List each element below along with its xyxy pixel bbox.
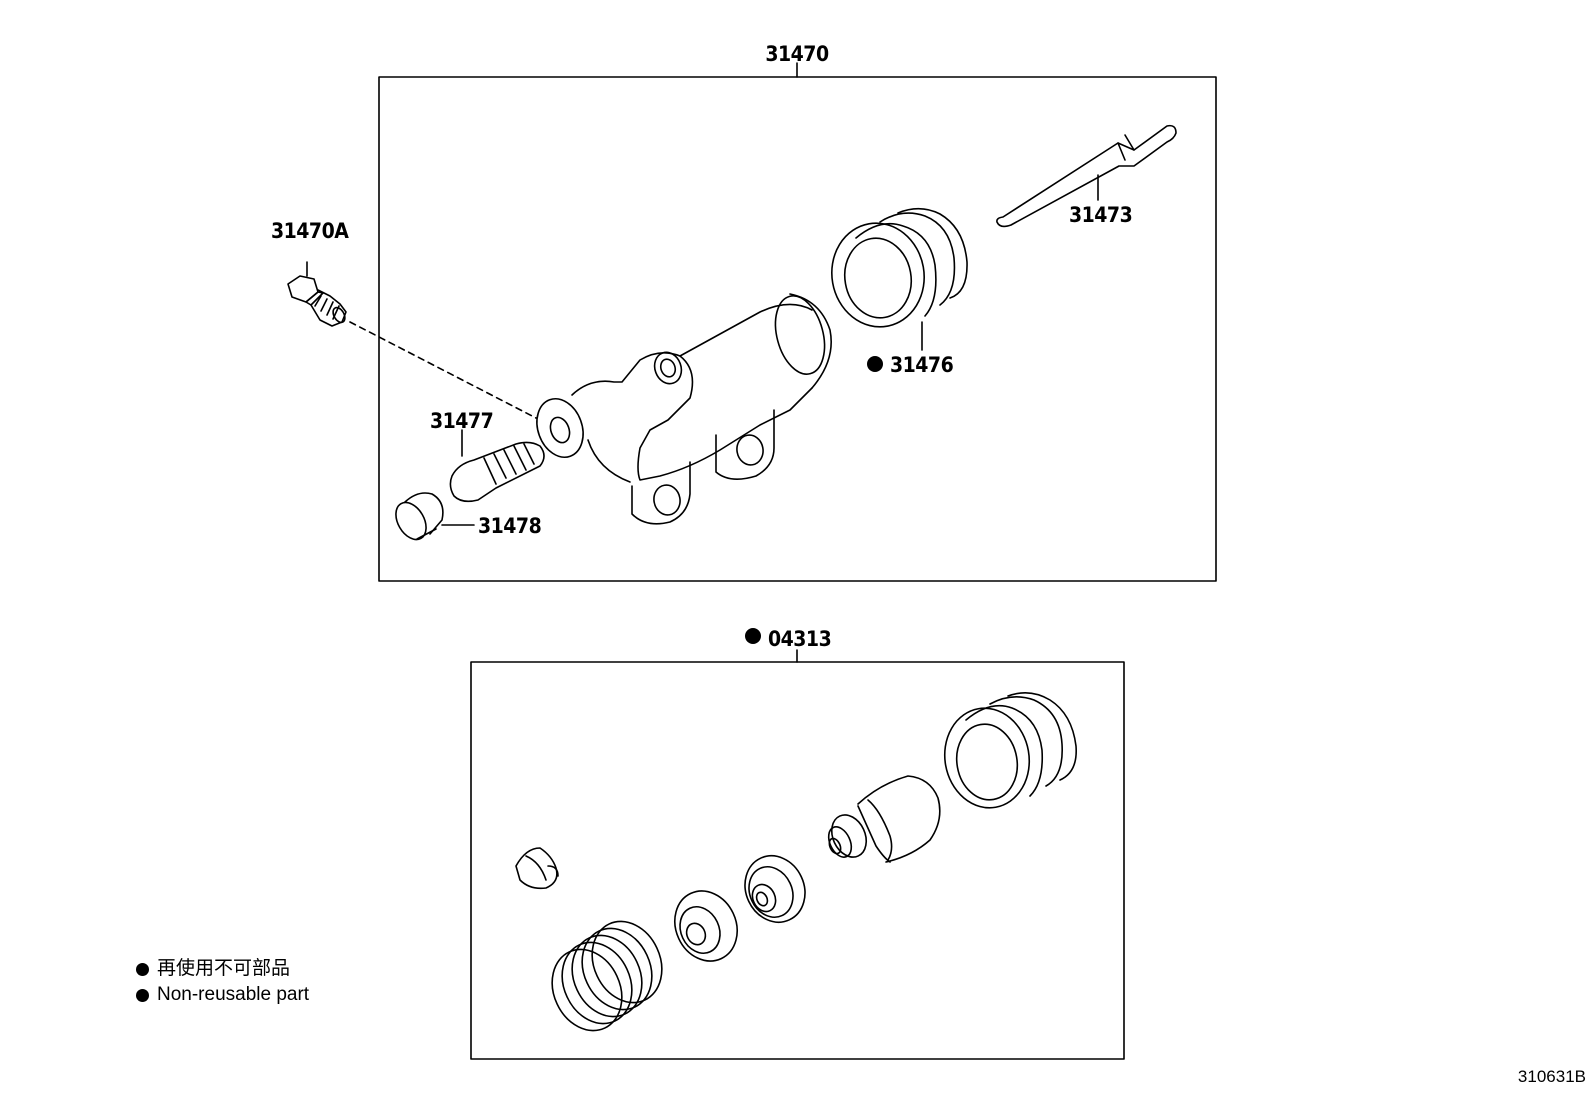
label-31476: 31476 [890, 353, 954, 377]
kit-boot-drawing [943, 692, 1077, 809]
legend-en-text: Non-reusable part [157, 984, 310, 1005]
label-31478: 31478 [478, 514, 541, 538]
legend-dot-icon [136, 962, 149, 976]
label-31470: 31470 [765, 42, 829, 66]
kit-piston-drawing [827, 775, 941, 863]
non-reusable-dot-04313 [745, 628, 761, 644]
bleeder-plug-drawing [449, 441, 545, 503]
label-04313: 04313 [768, 627, 831, 651]
reference-code: 310631B [1517, 1067, 1586, 1086]
bolt-drawing [287, 261, 347, 327]
cylinder-body-drawing [536, 293, 832, 525]
kit-cap-drawing [515, 847, 559, 890]
legend-row-jp: 再使用不可部品 [136, 956, 309, 982]
label-31476-text: 31476 [890, 353, 954, 377]
label-31470A: 31470A [271, 219, 349, 243]
bolt-dashed-line [349, 321, 537, 419]
label-04313-text: 04313 [768, 627, 831, 651]
legend: 再使用不可部品 Non-reusable part [136, 956, 309, 1008]
non-reusable-dot-31476 [867, 356, 883, 372]
kit-spring-drawing [551, 920, 663, 1032]
pushrod-drawing [996, 124, 1177, 228]
label-31477: 31477 [430, 409, 493, 433]
legend-row-en: Non-reusable part [136, 982, 309, 1008]
boot-drawing [831, 207, 968, 328]
legend-jp-text: 再使用不可部品 [157, 958, 291, 979]
bleeder-cap-drawing [395, 492, 444, 541]
kit-cup-2-drawing [674, 890, 738, 962]
assembly-box-31470 [378, 76, 1217, 582]
kit-cup-1-drawing [744, 855, 806, 923]
legend-dot-icon [136, 988, 149, 1002]
label-31473: 31473 [1069, 203, 1132, 227]
